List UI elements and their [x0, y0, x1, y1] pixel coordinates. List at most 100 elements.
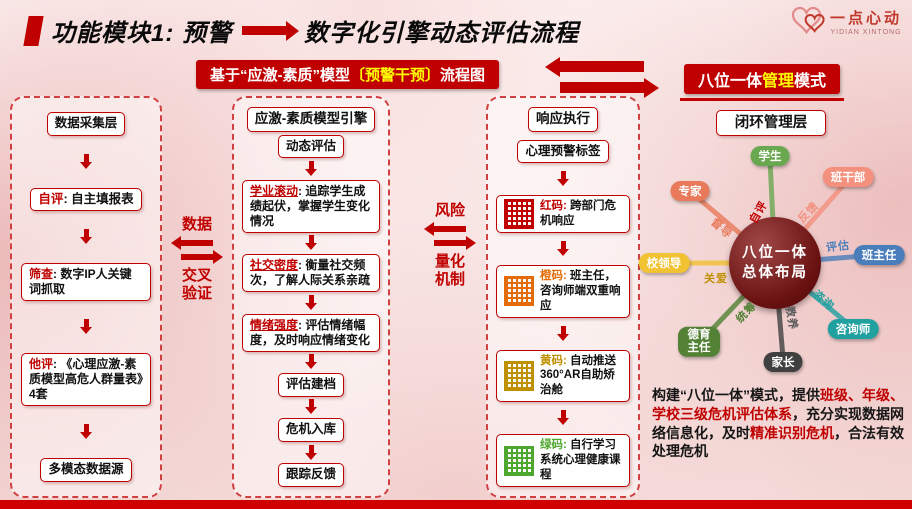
down-arrow-icon — [560, 241, 566, 250]
wheel-inner-label-assess: 评估 — [825, 239, 851, 255]
down-arrow-icon — [308, 235, 314, 244]
red-code-box: 红码: 跨部门危机响应 — [496, 195, 630, 234]
screening-label: 筛查 — [29, 267, 54, 282]
left-arrow-icon — [181, 240, 213, 247]
data-collection-layer-box: 数据采集层 — [46, 112, 126, 136]
left-arrow-icon — [560, 61, 644, 72]
green-code-label: 绿码: — [540, 439, 567, 452]
yellow-code-text: 自动推送360°AR自助矫治舱 — [540, 354, 617, 397]
yellow-code-box: 黄码: 自动推送360°AR自助矫治舱 — [496, 349, 630, 403]
emotion-intensity-label: 情绪强度 — [250, 317, 299, 332]
down-arrow-icon — [308, 399, 314, 408]
crisis-database-box: 危机入库 — [277, 418, 344, 442]
header: 功能模块1: 预警 数字化引擎动态评估流程 — [23, 13, 579, 48]
qr-code-orange-icon — [504, 276, 534, 307]
tracking-feedback-box: 跟踪反馈 — [277, 463, 344, 487]
wheel-center-line-2: 总体布局 — [742, 265, 808, 281]
screening-text: : 数字IP人关键词抓取 — [29, 267, 132, 297]
banner-exchange-arrows-icon — [552, 56, 652, 98]
academic-rolling-box: 学业滚动: 追踪学生成绩起伏，掌握学生变化情况 — [242, 179, 380, 233]
flow-banner-text-2: 流程图 — [440, 67, 486, 84]
brand-logo: 一点心动 YIDIAN XINTONG — [788, 5, 902, 37]
page-title-right: 数字化引擎动态评估流程 — [304, 20, 580, 47]
left-arrow-icon — [434, 226, 466, 233]
dynamic-assessment-box: 动态评估 — [277, 134, 344, 159]
down-arrow-icon — [308, 444, 314, 453]
social-density-text: : 衡量社交频次，了解人际关系亲疏 — [250, 258, 371, 288]
bottom-red-strip — [0, 500, 912, 509]
down-arrow-icon — [83, 319, 89, 328]
flow-banner-text-1: 基于“应激-素质”模型 — [210, 67, 350, 84]
connector-label-cross-validation: 交叉验证 — [181, 267, 212, 302]
warning-label-box: 心理预警标签 — [517, 139, 609, 164]
down-arrow-icon — [308, 294, 314, 303]
engine-title-box: 应激-素质模型引擎 — [246, 107, 376, 132]
green-code-text-wrap: 绿码: 自行学习系统心理健康课程 — [540, 438, 622, 483]
brand-subtitle: YIDIAN XINTONG — [830, 28, 902, 36]
wheel-inner-label-care: 关爱 — [704, 273, 728, 285]
data-cross-validation-connector: 数据 交叉验证 — [163, 216, 231, 302]
down-arrow-icon — [308, 354, 314, 363]
orange-code-label: 橙码: — [540, 269, 567, 282]
peer-assessment-text: : 《心理应激-素质模型高危人群量表》4套 — [29, 357, 144, 402]
brand-name: 一点心动 — [829, 9, 902, 27]
down-arrow-icon — [83, 424, 89, 433]
risk-quantification-connector: 风险 量化机制 — [417, 202, 483, 288]
right-arrow-icon — [560, 82, 644, 93]
self-report-box: 自评: 自主填报表 — [30, 187, 142, 212]
down-arrow-icon — [560, 325, 566, 334]
peer-assessment-box: 他评: 《心理应激-素质模型高危人群量表》4套 — [21, 353, 151, 407]
yellow-code-text-wrap: 黄码: 自动推送360°AR自助矫治舱 — [540, 354, 622, 399]
mode-banner-highlight: 管理 — [762, 73, 795, 90]
connector-label-quantification: 量化机制 — [434, 253, 465, 288]
page-title-left: 功能模块1: 预警 — [51, 20, 233, 47]
wheel-node-class-cadre: 班干部 — [822, 167, 874, 187]
down-arrow-icon — [83, 229, 89, 238]
qr-code-yellow-icon — [504, 360, 534, 391]
wheel-node-moral-director: 德育主任 — [678, 326, 720, 358]
page-title: 功能模块1: 预警 数字化引擎动态评估流程 — [51, 13, 579, 48]
orange-code-text: 班主任，咨询师端双重响应 — [540, 269, 621, 312]
wheel-node-head-teacher: 班主任 — [853, 245, 905, 265]
self-report-text: : 自主填报表 — [63, 191, 134, 206]
qr-code-green-icon — [504, 445, 534, 476]
summary-part-5: ，合法有效处理危机 — [652, 424, 904, 460]
wheel-node-student: 学生 — [750, 146, 790, 166]
connector-label-data: 数据 — [181, 216, 212, 233]
orange-code-box: 橙码: 班主任，咨询师端双重响应 — [496, 264, 630, 318]
summary-part-4: 精准识别危机 — [750, 424, 834, 441]
closed-loop-title-box: 闭环管理层 — [716, 110, 826, 137]
social-density-box: 社交密度: 衡量社交频次，了解人际关系亲疏 — [242, 254, 380, 293]
exchange-arrows-icon — [434, 222, 466, 250]
down-arrow-icon — [83, 153, 89, 162]
peer-assessment-label: 他评 — [29, 357, 54, 372]
wheel-node-school-leader: 校领导 — [638, 253, 690, 273]
right-arrow-icon — [434, 240, 466, 247]
yellow-code-label: 黄码: — [540, 354, 567, 367]
wheel-node-counselor: 咨询师 — [827, 319, 879, 339]
data-collection-column: 数据采集层 自评: 自主填报表 筛查: 数字IP人关键词抓取 他评: 《心理应激… — [10, 96, 162, 498]
right-arrow-icon — [181, 254, 213, 261]
emotion-intensity-box: 情绪强度: 评估情绪幅度，及时响应情绪变化 — [242, 313, 380, 352]
red-code-label: 红码: — [540, 200, 567, 213]
flow-banner: 基于“应激-素质”模型〔预警干预〕流程图 — [196, 60, 500, 89]
down-arrow-icon — [308, 160, 314, 169]
multimodal-source-box: 多模态数据源 — [40, 458, 132, 482]
assessment-archive-box: 评估建档 — [277, 373, 344, 397]
green-code-text: 自行学习系统心理健康课程 — [540, 439, 621, 482]
wheel-node-parent: 家长 — [763, 352, 803, 372]
mode-banner: 八位一体管理模式 — [679, 64, 845, 101]
self-report-label: 自评 — [38, 191, 64, 206]
summary-part-3: ，充分实现数据网络信息化，及时 — [652, 405, 904, 441]
wheel-center-line-1: 八位一体 — [742, 244, 808, 261]
down-arrow-icon — [560, 171, 566, 180]
summary-part-1: 构建“八位一体”模式，提供 — [652, 387, 820, 403]
academic-rolling-label: 学业滚动 — [250, 183, 299, 198]
social-density-label: 社交密度 — [250, 258, 299, 273]
mode-banner-text-1: 八位一体 — [698, 73, 763, 90]
academic-rolling-text: : 追踪学生成绩起伏，掌握学生变化情况 — [250, 183, 371, 228]
connector-label-risk: 风险 — [434, 202, 465, 219]
eight-in-one-wheel: 八位一体 总体布局 学生 班干部 班主任 咨询师 家长 德育主任 校领导 专家 … — [638, 138, 905, 383]
summary-part-2: 班级、年级、学校三级危机评估体系 — [652, 387, 904, 422]
